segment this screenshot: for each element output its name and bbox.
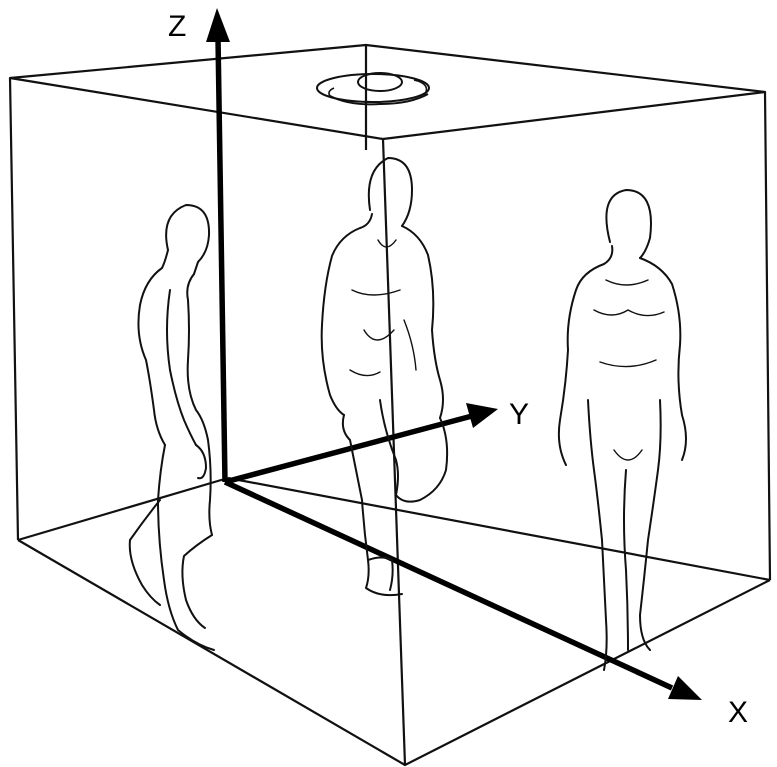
room-top-face [8,43,767,141]
ceiling-camera-icon [316,72,430,106]
room-floor-front [17,539,771,767]
room-floor-left-back [17,476,229,542]
y-axis-arrowhead [466,403,498,428]
x-axis-arrowhead [668,676,702,700]
room-edge-left-front [8,77,20,541]
room-box [8,43,772,767]
human-figure-left-profile [128,204,215,651]
human-figure-center-walking [320,157,449,597]
x-axis-label: X [728,696,748,729]
y-axis-line [224,413,473,485]
z-axis-line [215,37,228,483]
x-axis-line [223,479,674,691]
axes [206,8,702,700]
z-axis-arrowhead [206,8,230,42]
room-edge-right-back [763,91,772,581]
human-figure-right-front [557,189,687,671]
y-axis-label: Y [509,398,529,431]
z-axis-label: Z [168,10,186,43]
room-floor-right-back [227,476,771,582]
